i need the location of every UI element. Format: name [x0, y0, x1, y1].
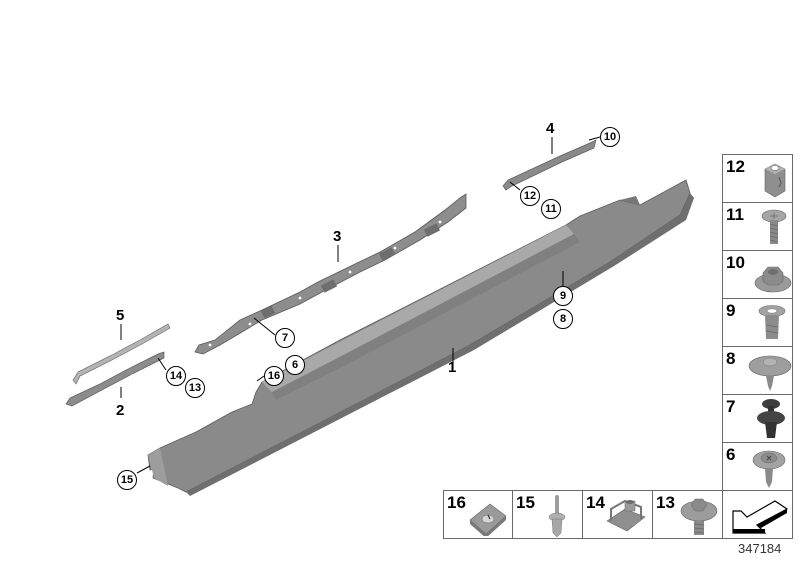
callout-11[interactable]: 11	[541, 199, 561, 219]
callout-9[interactable]: 9	[553, 286, 573, 306]
legend-cell-6-washer-screw[interactable]: 6	[722, 442, 793, 491]
cage-nut-icon	[606, 499, 646, 532]
callout-15[interactable]: 15	[117, 470, 137, 490]
part-1-rocker-panel[interactable]	[147, 179, 694, 496]
callout-16[interactable]: 16	[264, 366, 284, 386]
legend-cell-11-screw[interactable]: 11	[722, 202, 793, 251]
callout-10[interactable]: 10	[600, 127, 620, 147]
callout-7[interactable]: 7	[275, 328, 295, 348]
callout-8[interactable]: 8	[553, 309, 573, 329]
leader-lines	[120, 136, 601, 474]
legend-number: 15	[516, 493, 535, 512]
legend-cell-15-plastic-rivet[interactable]: 15	[512, 490, 583, 539]
washer-screw-icon	[752, 450, 786, 488]
collar-screw-icon	[748, 355, 792, 391]
part-4-trim-strip[interactable]	[502, 139, 597, 191]
legend-number: 12	[726, 157, 745, 176]
legend-number: 14	[586, 493, 605, 512]
part-5-seal-strip[interactable]	[72, 323, 171, 385]
legend-number: 16	[447, 493, 466, 512]
legend-number: 7	[726, 397, 736, 416]
callout-12[interactable]: 12	[520, 186, 540, 206]
callout-6[interactable]: 6	[285, 355, 305, 375]
screw-icon	[761, 209, 787, 244]
callout-13[interactable]: 13	[185, 378, 205, 398]
part-label-5[interactable]: 5	[116, 307, 125, 324]
legend-number: 13	[656, 493, 675, 512]
arrow-front-left-icon	[732, 500, 789, 534]
legend-number: 9	[726, 301, 736, 320]
legend-number: 8	[726, 349, 736, 368]
callout-14[interactable]: 14	[166, 366, 186, 386]
legend-number: 10	[726, 253, 745, 272]
legend-cell-10-hex-collar-nut[interactable]: 10	[722, 250, 793, 299]
part-label-1[interactable]: 1	[448, 359, 457, 376]
hex-collar-nut-icon	[754, 266, 792, 293]
legend-cell-12-clip-nut[interactable]: 12	[722, 154, 793, 203]
clip-nut-icon	[764, 163, 786, 198]
legend-number: 11	[726, 205, 744, 224]
document-number: 347184	[738, 541, 782, 556]
legend-cell-7-push-rivet[interactable]: 7	[722, 394, 793, 443]
legend-cell-16-spring-nut[interactable]: 16	[443, 490, 513, 539]
part-label-4[interactable]: 4	[546, 120, 555, 137]
legend-number: 6	[726, 445, 736, 464]
plastic-rivet-icon	[548, 495, 566, 538]
part-label-2[interactable]: 2	[116, 402, 125, 419]
part-2-bracket-strip[interactable]	[65, 351, 165, 407]
legend-cell-9-expanding-nut[interactable]: 9	[722, 298, 793, 347]
legend-cell-8-collar-screw[interactable]: 8	[722, 346, 793, 395]
expanding-nut-icon	[758, 305, 786, 339]
spring-nut-icon	[469, 503, 507, 536]
legend-cell-direction-arrow	[722, 490, 793, 539]
part-3-bracket-rail[interactable]	[194, 193, 467, 355]
hex-bolt-icon	[680, 498, 718, 535]
legend-cell-13-hex-bolt-with-washer[interactable]: 13	[652, 490, 723, 539]
legend-cell-14-cage-nut[interactable]: 14	[582, 490, 653, 539]
push-rivet-icon	[757, 399, 785, 438]
part-label-3[interactable]: 3	[333, 228, 342, 245]
